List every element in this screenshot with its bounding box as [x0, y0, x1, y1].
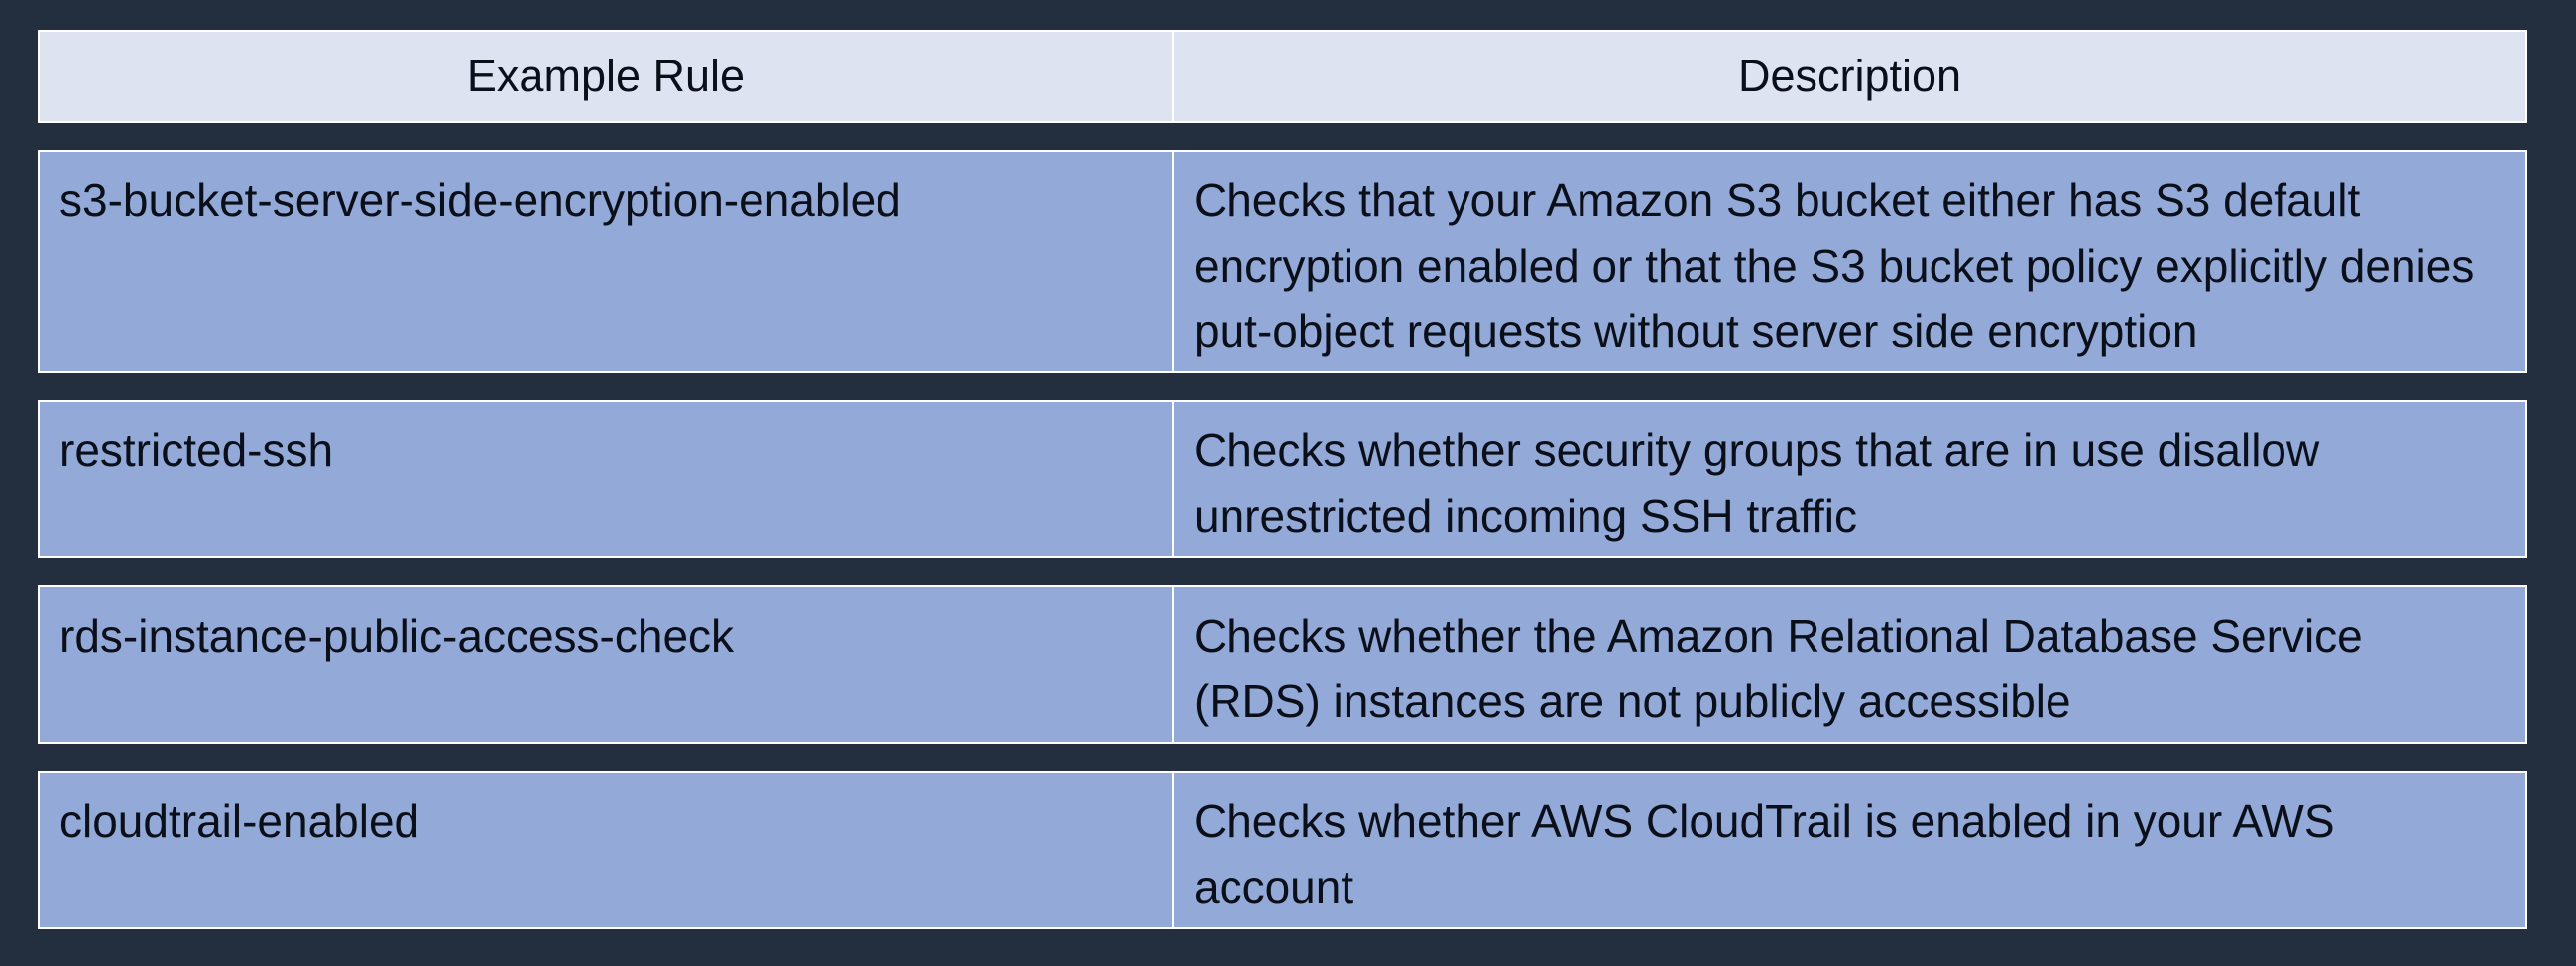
- rules-table: Example Rule Description s3-bucket-serve…: [38, 30, 2527, 956]
- rule-cell: s3-bucket-server-side-encryption-enabled: [38, 150, 1174, 373]
- table-row: s3-bucket-server-side-encryption-enabled…: [38, 150, 2527, 373]
- description-cell: Checks whether security groups that are …: [1172, 400, 2527, 558]
- table-row: rds-instance-public-access-check Checks …: [38, 585, 2527, 744]
- table-header-row: Example Rule Description: [38, 30, 2527, 123]
- rule-cell: cloudtrail-enabled: [38, 771, 1174, 929]
- rule-cell: restricted-ssh: [38, 400, 1174, 558]
- header-example-rule: Example Rule: [38, 30, 1174, 123]
- description-cell: Checks whether AWS CloudTrail is enabled…: [1172, 771, 2527, 929]
- rule-cell: rds-instance-public-access-check: [38, 585, 1174, 744]
- header-description: Description: [1172, 30, 2527, 123]
- table-row: cloudtrail-enabled Checks whether AWS Cl…: [38, 771, 2527, 929]
- table-row: restricted-ssh Checks whether security g…: [38, 400, 2527, 558]
- description-cell: Checks whether the Amazon Relational Dat…: [1172, 585, 2527, 744]
- description-cell: Checks that your Amazon S3 bucket either…: [1172, 150, 2527, 373]
